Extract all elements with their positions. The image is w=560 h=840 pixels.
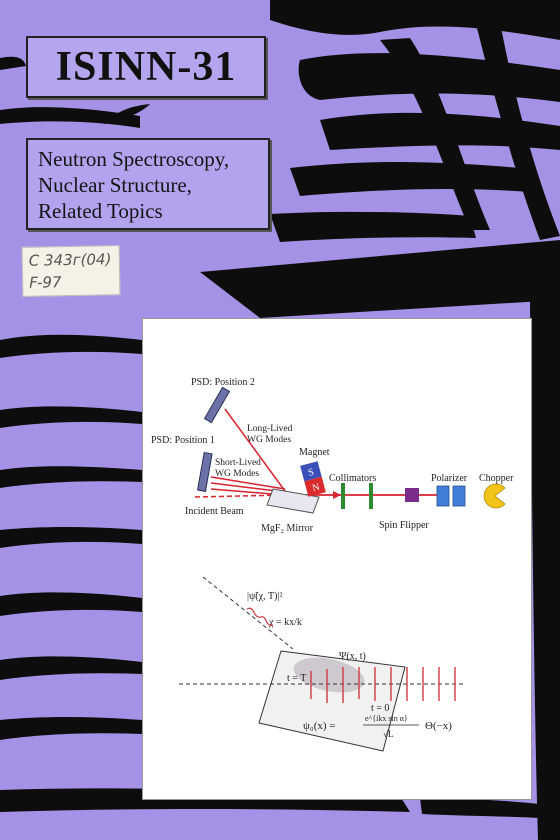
label-long-lived-2: WG Modes <box>247 435 291 445</box>
psd-detector-1 <box>197 451 213 492</box>
subtitle-box: Neutron Spectroscopy, Nuclear Structure,… <box>26 138 270 230</box>
magnet-pole-n <box>304 476 326 497</box>
label-psi0-lhs: ψ₀(x) = <box>303 720 336 732</box>
label-psi-xt: Ψ(x, t) <box>339 651 366 662</box>
label-psi-squared: |ψ̃(χ, T)|² <box>247 591 282 602</box>
label-psd-position-1: PSD: Position 1 <box>151 435 215 446</box>
label-polarizer: Polarizer <box>431 473 468 484</box>
library-code-line-1: С 343г(04) <box>28 250 112 270</box>
cover-title: ISINN-31 <box>55 44 237 90</box>
chi-axis-dashed <box>202 576 294 650</box>
library-call-number-label: С 343г(04) F-97 <box>21 245 121 297</box>
subtitle-line-2: Nuclear Structure, <box>38 173 192 197</box>
label-mirror: MgF₂ Mirror <box>261 523 314 534</box>
label-collimators: Collimators <box>329 473 376 484</box>
collimator-2 <box>369 483 373 509</box>
psd-detector-2 <box>203 386 231 424</box>
magnet-s-letter: S <box>307 467 315 479</box>
title-box: ISINN-31 <box>26 36 266 98</box>
label-short-lived-1: Short-Lived <box>215 458 261 468</box>
label-psd-position-2: PSD: Position 2 <box>191 377 255 388</box>
polarizer-plate-1 <box>436 485 450 507</box>
beam-long-lived <box>224 408 286 492</box>
label-long-lived-1: Long-Lived <box>247 424 293 434</box>
psi-squared-curve <box>246 607 274 626</box>
label-chi-definition: χ = kx/k <box>268 617 302 628</box>
label-spin-flipper: Spin Flipper <box>379 520 429 531</box>
chopper-disc <box>483 483 506 509</box>
subtitle-line-3: Related Topics <box>38 199 163 223</box>
spin-flipper <box>405 488 419 502</box>
label-psi0-theta: Θ(−x) <box>425 720 452 732</box>
wave-ticks <box>310 667 456 703</box>
magnet: S N <box>300 461 326 497</box>
label-magnet: Magnet <box>299 447 330 458</box>
label-psi0-numerator: e^{ikx sin α} <box>365 714 408 723</box>
polarizer-plate-2 <box>452 485 466 507</box>
library-code-line-2: F-97 <box>29 273 62 292</box>
label-t-equals-T: t = T <box>287 673 306 684</box>
beam-incident-dashed <box>194 494 286 498</box>
label-incident-beam: Incident Beam <box>185 506 244 517</box>
label-psi0-denominator: √L <box>383 729 393 739</box>
magnet-pole-s <box>300 461 322 482</box>
experiment-diagram: PSD: Position 2 PSD: Position 1 Long-Liv… <box>151 377 514 752</box>
label-t-equals-0: t = 0 <box>371 703 389 714</box>
subtitle-line-1: Neutron Spectroscopy, <box>38 147 230 171</box>
magnet-n-letter: N <box>311 482 321 494</box>
beam-arrow <box>333 491 341 499</box>
wave-domain-box <box>258 650 406 752</box>
label-short-lived-2: WG Modes <box>215 469 259 479</box>
beam-short-lived-1 <box>210 476 286 490</box>
figure-panel: PSD: Position 2 PSD: Position 1 Long-Liv… <box>142 318 532 800</box>
label-chopper: Chopper <box>479 473 514 484</box>
mgf2-mirror <box>266 488 320 514</box>
collimator-1 <box>341 483 345 509</box>
